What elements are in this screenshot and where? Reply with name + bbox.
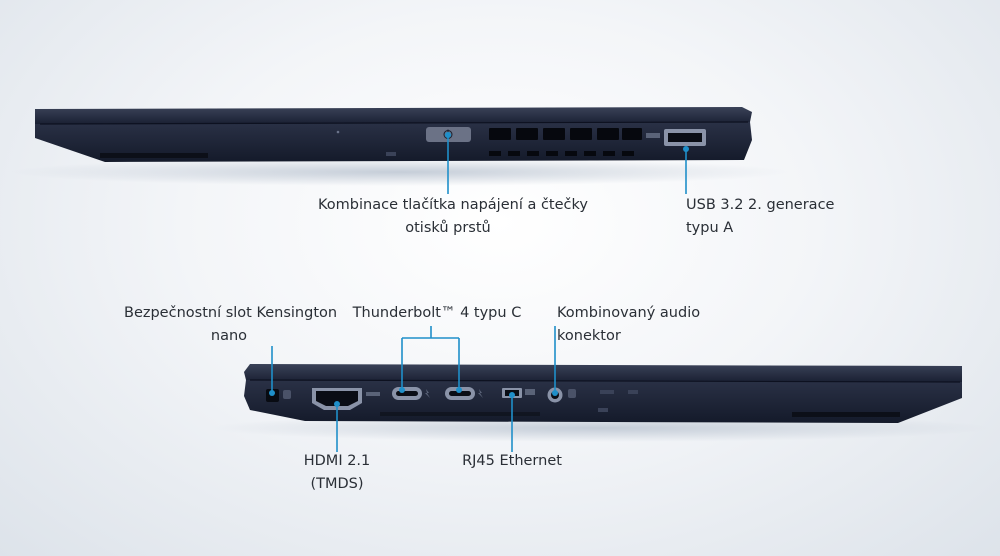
label-hdmi: HDMI 2.1 (TMDS) <box>287 450 387 496</box>
label-audio-line1: Kombinovaný audio <box>557 305 701 321</box>
label-rj45-line1: RJ45 Ethernet <box>462 453 562 469</box>
laptop-left-side <box>210 364 990 442</box>
label-kensington-line1: Bezpečnostní slot Kensington <box>124 305 338 321</box>
label-kensington: Bezpečnostní slot Kensington nano <box>124 302 338 348</box>
label-kensington-line2: nano <box>210 328 248 344</box>
label-rj45: RJ45 Ethernet <box>452 450 572 473</box>
label-thunderbolt-line1: Thunderbolt™ 4 typu C <box>352 305 522 321</box>
callouts-bottom <box>271 326 556 452</box>
label-audio: Kombinovaný audio konektor <box>557 302 700 348</box>
label-power-button-line2: otisků prstů <box>405 220 491 236</box>
label-hdmi-line1: HDMI 2.1 <box>303 453 371 469</box>
label-thunderbolt: Thunderbolt™ 4 typu C <box>352 302 522 325</box>
label-usb-a-line2: typu A <box>686 220 734 236</box>
label-power-button: Kombinace tlačítka napájení a čtečky oti… <box>318 194 588 240</box>
label-usb-a-line1: USB 3.2 2. generace <box>686 197 835 213</box>
callouts-top <box>447 135 687 194</box>
speaker-grille-icon <box>792 412 900 417</box>
usb-a-port-icon <box>646 129 706 146</box>
thunderbolt-port-2-icon <box>445 387 483 400</box>
speaker-grille-icon <box>100 153 208 158</box>
label-audio-line2: konektor <box>557 328 621 344</box>
label-usb-a: USB 3.2 2. generace typu A <box>686 194 834 240</box>
hdmi-port-icon <box>312 388 380 410</box>
label-hdmi-line2: (TMDS) <box>310 476 364 492</box>
vent-grille-icon <box>489 128 642 156</box>
label-power-button-line1: Kombinace tlačítka napájení a čtečky <box>318 197 588 213</box>
laptop-right-side <box>10 107 790 186</box>
